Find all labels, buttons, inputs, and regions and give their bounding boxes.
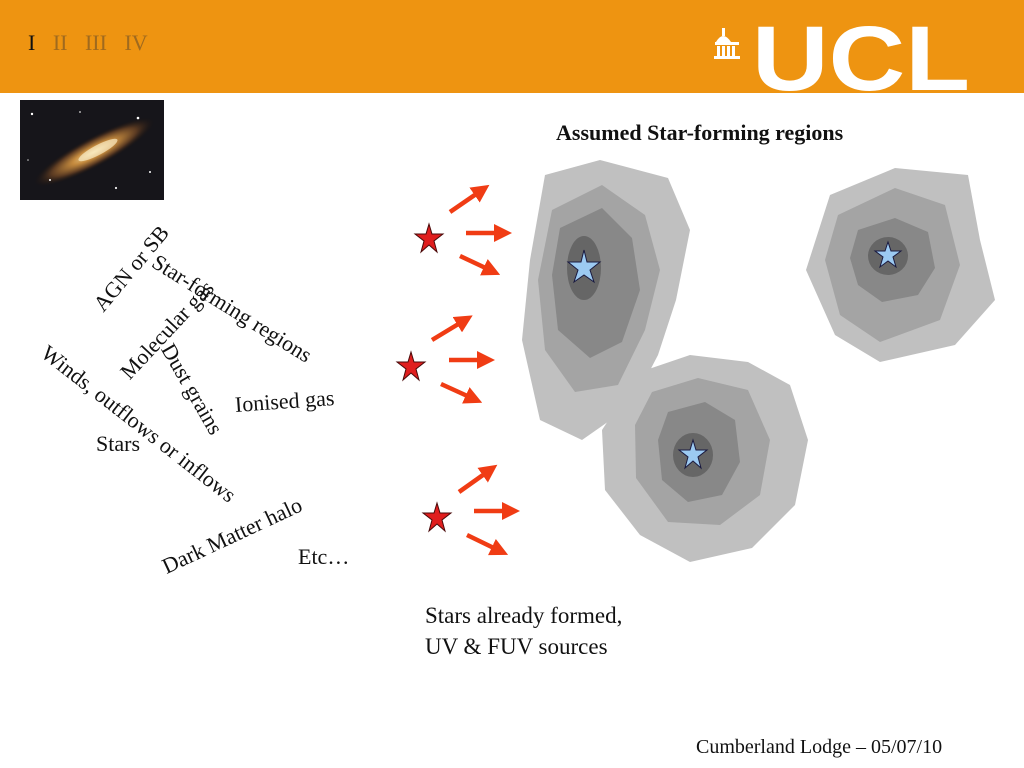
red-star-icon — [395, 350, 427, 382]
section-nav: I II III IV — [28, 30, 160, 56]
arrow-icon — [466, 532, 509, 556]
arrow-icon — [459, 253, 501, 276]
portico-icon — [714, 28, 740, 59]
caption-line-1: Stars already formed, — [425, 603, 623, 628]
cloud-region-2 — [806, 168, 995, 362]
label-etc: Etc… — [298, 544, 350, 569]
logo-text: UCL — [752, 18, 970, 92]
red-star-icon — [413, 222, 445, 254]
nav-item-3[interactable]: III — [84, 30, 107, 55]
arrow-icon — [430, 315, 473, 342]
caption-line-2: UV & FUV sources — [425, 634, 608, 659]
red-star-icon — [421, 501, 453, 533]
footer-text: Cumberland Lodge – 05/07/10 — [696, 736, 943, 758]
arrow-icon — [457, 464, 498, 494]
label-stars: Stars — [96, 431, 140, 456]
ucl-logo: UCL — [714, 18, 970, 92]
blue-star-icon — [873, 240, 903, 269]
blue-star-icon — [677, 438, 709, 470]
arrow-icon — [448, 184, 490, 214]
caption: Stars already formed, UV & FUV sources — [425, 600, 622, 662]
header-bar: I II III IV UCL — [0, 0, 1024, 93]
slide-title: Assumed Star-forming regions — [556, 120, 844, 145]
galaxy-image — [20, 100, 164, 200]
nav-item-4[interactable]: IV — [124, 30, 148, 55]
cloud-region-3 — [602, 355, 808, 562]
arrow-icon — [440, 381, 483, 404]
blue-star-icon — [566, 249, 602, 284]
nav-item-2[interactable]: II — [52, 30, 68, 55]
nav-item-1[interactable]: I — [28, 30, 36, 55]
